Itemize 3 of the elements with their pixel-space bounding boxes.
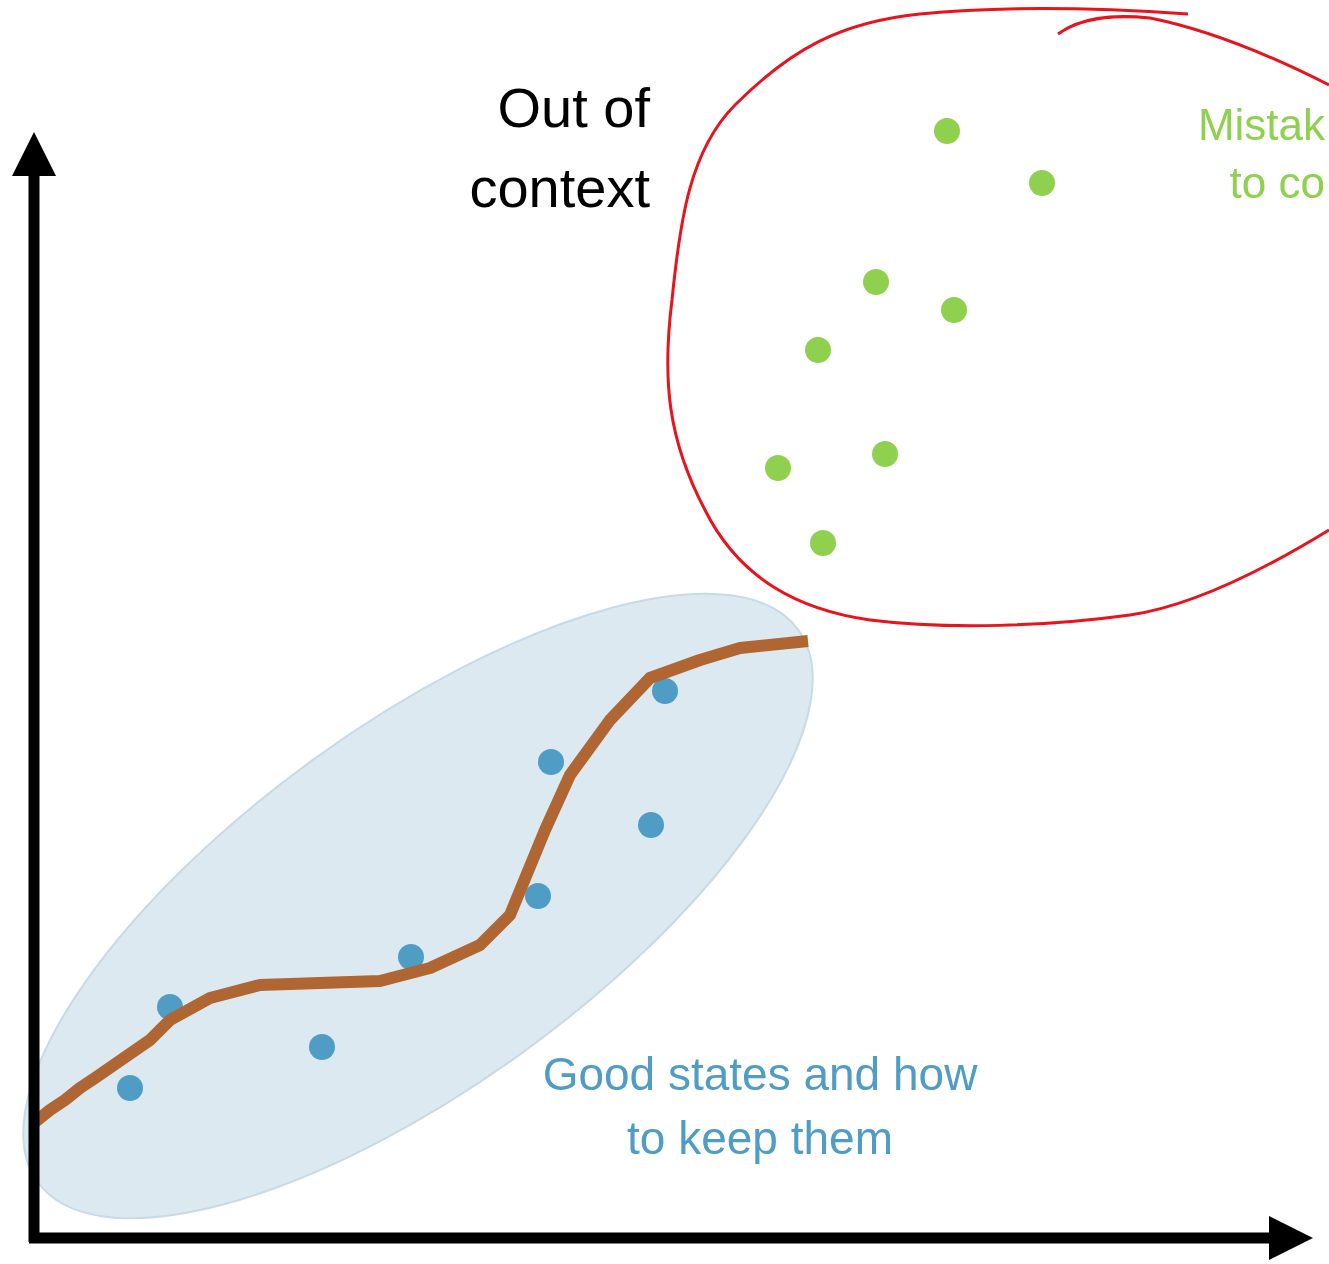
annotation-text: Mistak to co (1196, 99, 1325, 209)
annotation-text: Good states and how to keep them (541, 1047, 979, 1166)
annotation-text: Out of context (468, 75, 650, 221)
